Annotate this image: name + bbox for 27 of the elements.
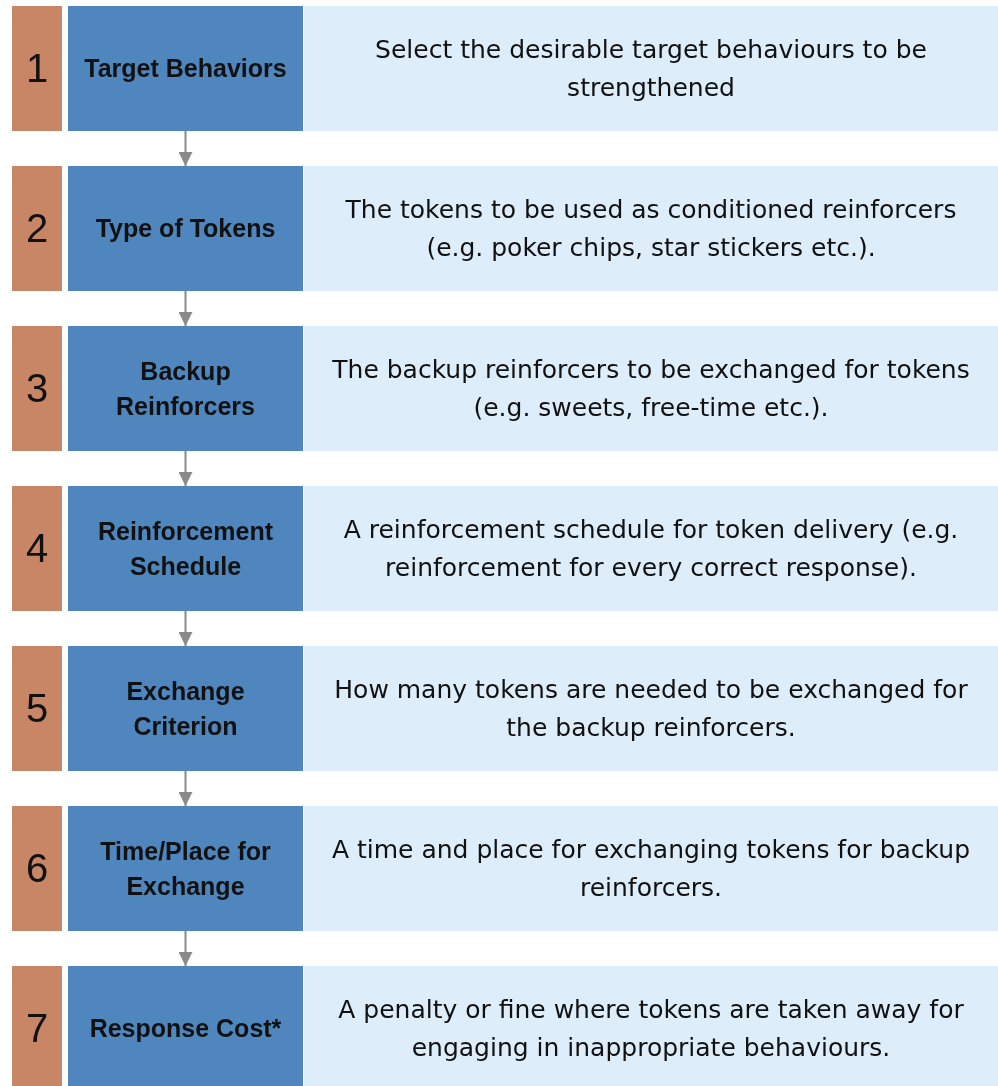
description-box: A reinforcement schedule for token delivery (e.g. reinforcement for every correct response). [304,486,998,611]
description-box: The tokens to be used as conditioned reinforcers (e.g. poker chips, star stickers etc.). [304,166,998,291]
arrow [178,930,193,967]
arrow [178,770,193,807]
number-tab: 7 [12,966,62,1086]
arrow [178,450,193,487]
arrow [178,130,193,167]
number-tab: 2 [12,166,62,291]
description-box: How many tokens are needed to be exchanged for the backup reinforcers. [304,646,998,771]
step-box: Time/Place for Exchange [68,806,303,931]
number-tab: 4 [12,486,62,611]
step-box: Response Cost* [68,966,303,1086]
description-box: The backup reinforcers to be exchanged for tokens (e.g. sweets, free-time etc.). [304,326,998,451]
arrow [178,290,193,327]
number-tab: 1 [12,6,62,131]
step-box: Backup Reinforcers [68,326,303,451]
number-tab: 3 [12,326,62,451]
step-box: Type of Tokens [68,166,303,291]
step-box: Reinforcement Schedule [68,486,303,611]
step-box: Exchange Criterion [68,646,303,771]
number-tab: 6 [12,806,62,931]
description-box: Select the desirable target behaviours to be strengthened [304,6,998,131]
description-box: A time and place for exchanging tokens for backup reinforcers. [304,806,998,931]
arrow [178,610,193,647]
description-box: A penalty or fine where tokens are taken away for engaging in inappropriate behaviours. [304,966,998,1086]
step-box: Target Behaviors [68,6,303,131]
number-tab: 5 [12,646,62,771]
